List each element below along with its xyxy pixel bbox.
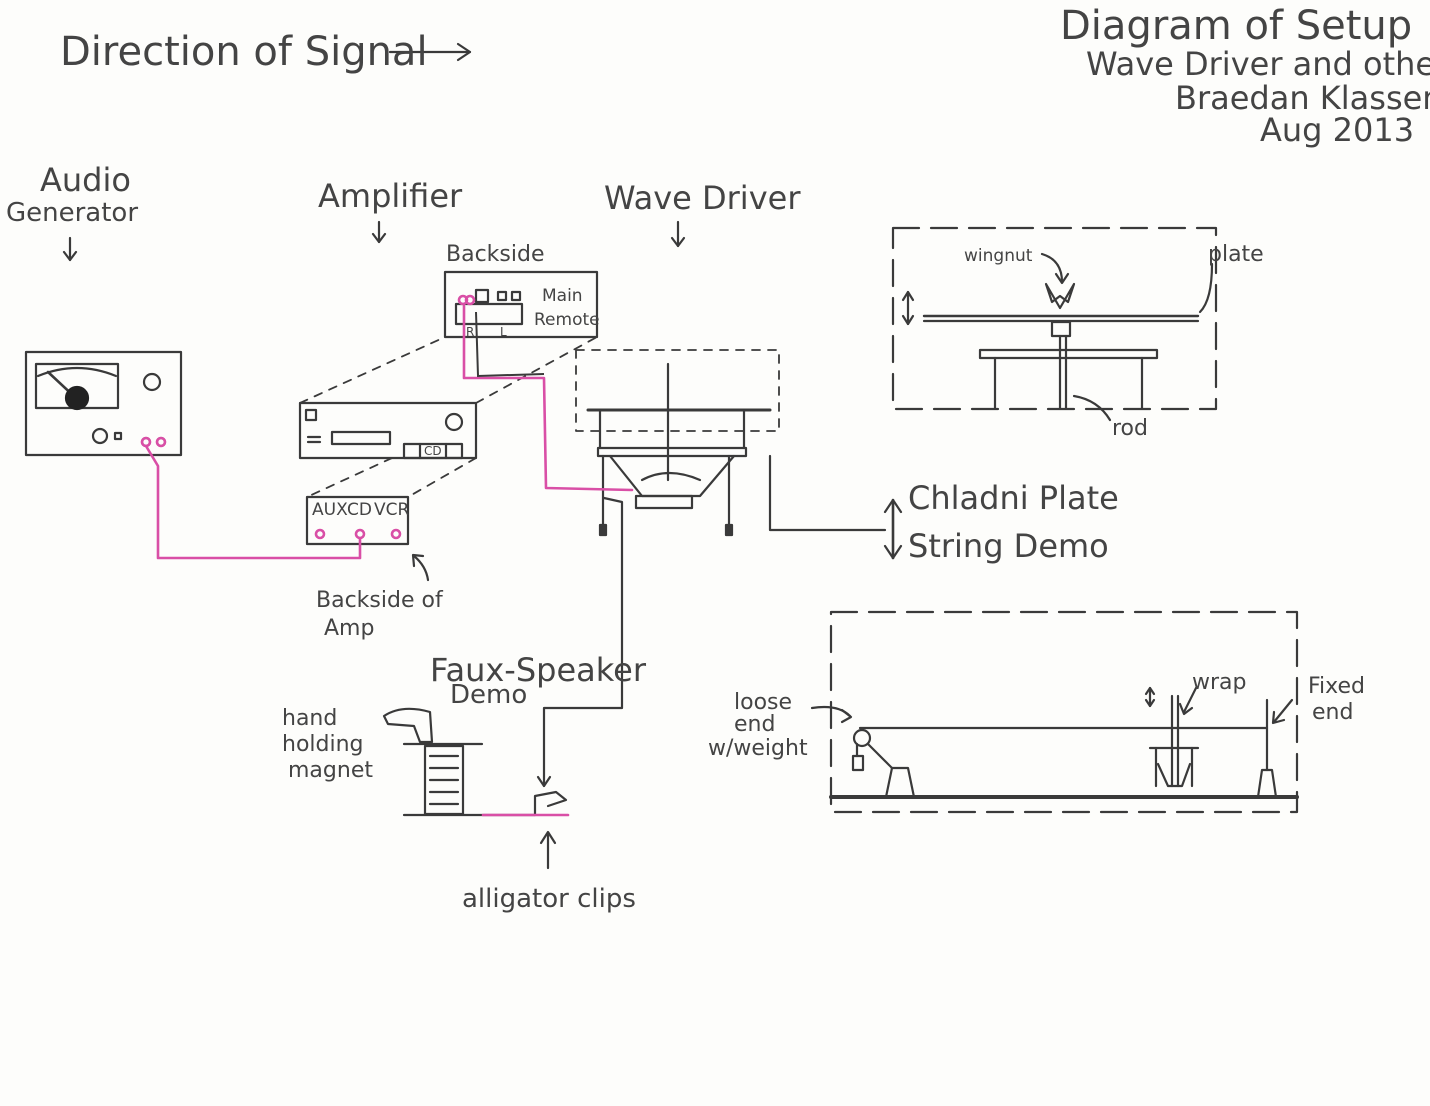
backside-label: Backside [446, 242, 545, 267]
faux-speaker-label-1: Faux-Speaker [430, 651, 646, 689]
cd-button-label: CD [424, 444, 442, 458]
down-arrow-amplifier-icon [371, 220, 387, 244]
driver-leg-right [724, 523, 734, 537]
black-wire [475, 311, 545, 378]
wrap-label: wrap [1192, 670, 1247, 695]
plate-label: plate [1208, 242, 1264, 267]
chladni-plate-detail [891, 226, 1218, 422]
signal-wires [140, 294, 634, 817]
signal-direction-arrow [388, 42, 472, 62]
hand-label-2: holding [282, 732, 364, 757]
generator-dial-icon [64, 385, 90, 411]
amplifier-label: Amplifier [318, 177, 463, 215]
wave-driver-label: Wave Driver [604, 179, 801, 217]
backside-of-amp-arrow [411, 553, 430, 582]
backside-of-amp-label-1: Backside of [316, 588, 443, 613]
driver-leg-left [598, 523, 608, 537]
hand-label-1: hand [282, 706, 338, 731]
page-title: Diagram of Setup [1060, 3, 1413, 49]
faux-speaker-label-2: Demo [450, 680, 528, 710]
chladni-plate-label: Chladni Plate [908, 479, 1119, 517]
fixed-end-label-2: end [1312, 700, 1354, 725]
loose-end-label-2: end [734, 712, 776, 737]
vcr-input-label: VCR [374, 500, 410, 520]
audio-generator-label-1: Audio [40, 161, 131, 199]
hand-label-3: magnet [288, 758, 373, 783]
cd-input-label: CD [347, 500, 372, 520]
left-channel-label: L [500, 325, 507, 339]
audio-generator-label-2: Generator [6, 198, 139, 228]
author-name: Braedan Klassen [1175, 79, 1430, 117]
down-arrow-audio-icon [62, 236, 78, 262]
aux-input-label: AUX [312, 500, 348, 520]
right-channel-label: R [466, 325, 475, 339]
wingnut-label: wingnut [964, 246, 1033, 266]
wave-driver [586, 362, 772, 534]
demo-connector [768, 454, 903, 560]
backside-of-amp-label-2: Amp [324, 616, 375, 641]
loose-end-label-1: loose [734, 690, 793, 715]
main-label: Main [542, 286, 583, 306]
page-subtitle: Wave Driver and others [1086, 45, 1430, 83]
loose-end-label-3: w/weight [708, 736, 808, 761]
amp-input-panel [305, 495, 410, 546]
rod-label: rod [1112, 416, 1148, 441]
fixed-end-label-1: Fixed [1308, 674, 1366, 699]
alligator-clips-label: alligator clips [462, 884, 636, 914]
date-label: Aug 2013 [1260, 111, 1415, 149]
faux-speaker-demo [382, 496, 624, 870]
remote-label: Remote [534, 310, 600, 330]
down-arrow-wave-driver-icon [670, 220, 686, 248]
signal-direction-label: Direction of Signal [60, 29, 428, 75]
amplifier-backside-panel [443, 270, 599, 339]
string-demo-label: String Demo [908, 527, 1109, 565]
perspective-dashes [299, 336, 780, 498]
string-demo-detail [810, 610, 1299, 814]
amplifier-front [298, 401, 478, 460]
